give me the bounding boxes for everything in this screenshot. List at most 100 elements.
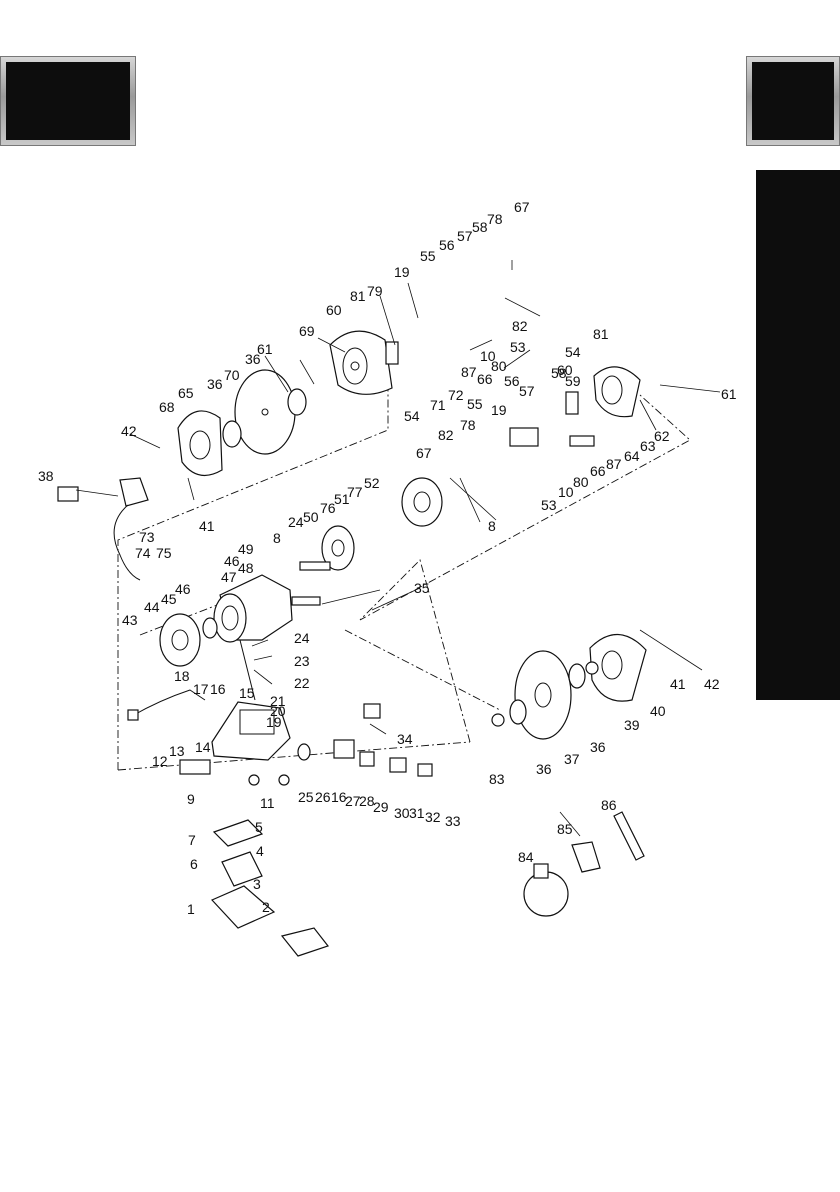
part-label: 79 <box>367 283 383 299</box>
motor-housing <box>213 574 321 701</box>
part-label: 52 <box>364 475 380 491</box>
part-label: 3 <box>253 876 261 892</box>
part-label: 22 <box>294 675 310 691</box>
part-label: 38 <box>38 468 54 484</box>
part-label: 19 <box>394 264 410 280</box>
part-label: 81 <box>593 326 609 342</box>
part-label: 39 <box>624 717 640 733</box>
part-label: 83 <box>489 771 505 787</box>
part-label: 61 <box>257 341 273 357</box>
part-label: 66 <box>477 371 493 387</box>
part-label: 36 <box>536 761 552 777</box>
part-label: 74 <box>135 545 151 561</box>
part-label: 58 <box>472 219 488 235</box>
power-cord <box>127 689 206 721</box>
part-label: 36 <box>245 351 261 367</box>
part-label: 71 <box>430 397 446 413</box>
part-label: 41 <box>670 676 686 692</box>
part-label: 70 <box>224 367 240 383</box>
part-label: 24 <box>294 630 310 646</box>
part-label: 8 <box>273 530 281 546</box>
part-label: 27 <box>345 793 361 809</box>
part-label: 36 <box>207 376 223 392</box>
part-label: 68 <box>159 399 175 415</box>
part-label: 1 <box>187 901 195 917</box>
part-label: 21 <box>270 693 286 709</box>
part-label: 32 <box>425 809 441 825</box>
part-label: 34 <box>397 731 413 747</box>
part-label: 12 <box>152 753 168 769</box>
part-label: 67 <box>514 199 530 215</box>
part-label: 51 <box>334 491 350 507</box>
end-cover-right <box>401 477 443 527</box>
part-label: 82 <box>512 318 528 334</box>
part-label: 30 <box>394 805 410 821</box>
part-label: 7 <box>188 832 196 848</box>
part-label: 64 <box>624 448 640 464</box>
part-label: 10 <box>480 348 496 364</box>
base-housing <box>179 701 291 786</box>
part-label: 15 <box>239 685 255 701</box>
flex-shaft-tool <box>57 477 149 581</box>
part-label: 29 <box>373 799 389 815</box>
part-label: 69 <box>299 323 315 339</box>
part-label: 41 <box>199 518 215 534</box>
part-label: 40 <box>650 703 666 719</box>
part-label: 85 <box>557 821 573 837</box>
part-label: 58 <box>551 365 567 381</box>
part-label: 46 <box>175 581 191 597</box>
part-label: 25 <box>298 789 314 805</box>
part-number-labels: 6778585756551979816069613670366568423841… <box>38 199 737 917</box>
upper-grinding-wheel <box>222 369 307 455</box>
header-tab-right <box>746 56 840 146</box>
part-label: 80 <box>491 358 507 374</box>
part-label: 14 <box>195 739 211 755</box>
part-label: 55 <box>467 396 483 412</box>
upper-left-guard <box>177 410 223 477</box>
part-label: 50 <box>303 509 319 525</box>
accessory-items <box>523 811 645 917</box>
part-label: 86 <box>601 797 617 813</box>
part-label: 2 <box>262 899 270 915</box>
part-label: 61 <box>721 386 737 402</box>
part-label: 49 <box>238 541 254 557</box>
end-cover-left <box>159 613 218 667</box>
part-label: 42 <box>121 423 137 439</box>
part-label: 19 <box>491 402 507 418</box>
part-label: 53 <box>541 497 557 513</box>
part-label: 81 <box>350 288 366 304</box>
part-label: 35 <box>414 580 430 596</box>
part-label: 16 <box>210 681 226 697</box>
part-label: 13 <box>169 743 185 759</box>
part-label: 19 <box>266 714 282 730</box>
side-section-tab <box>756 170 840 700</box>
part-label: 87 <box>461 364 477 380</box>
part-label: 62 <box>654 428 670 444</box>
part-label: 31 <box>409 805 425 821</box>
part-label: 36 <box>590 739 606 755</box>
upper-right-guard-group <box>329 330 399 395</box>
part-label: 33 <box>445 813 461 829</box>
part-label: 76 <box>320 500 336 516</box>
lower-guard <box>585 633 647 702</box>
right-guard-group <box>509 366 641 447</box>
part-label: 5 <box>255 819 263 835</box>
part-label: 56 <box>439 237 455 253</box>
part-label: 17 <box>193 681 209 697</box>
header-tab-left <box>0 56 136 146</box>
part-label: 78 <box>487 211 503 227</box>
part-label: 77 <box>347 484 363 500</box>
part-label: 65 <box>178 385 194 401</box>
part-label: 44 <box>144 599 160 615</box>
part-label: 16 <box>331 789 347 805</box>
part-label: 75 <box>156 545 172 561</box>
motor-rotor <box>299 525 355 571</box>
part-label: 54 <box>565 344 581 360</box>
part-label: 10 <box>558 484 574 500</box>
part-label: 9 <box>187 791 195 807</box>
part-label: 45 <box>161 591 177 607</box>
part-label: 80 <box>573 474 589 490</box>
part-label: 84 <box>518 849 534 865</box>
part-label: 66 <box>590 463 606 479</box>
